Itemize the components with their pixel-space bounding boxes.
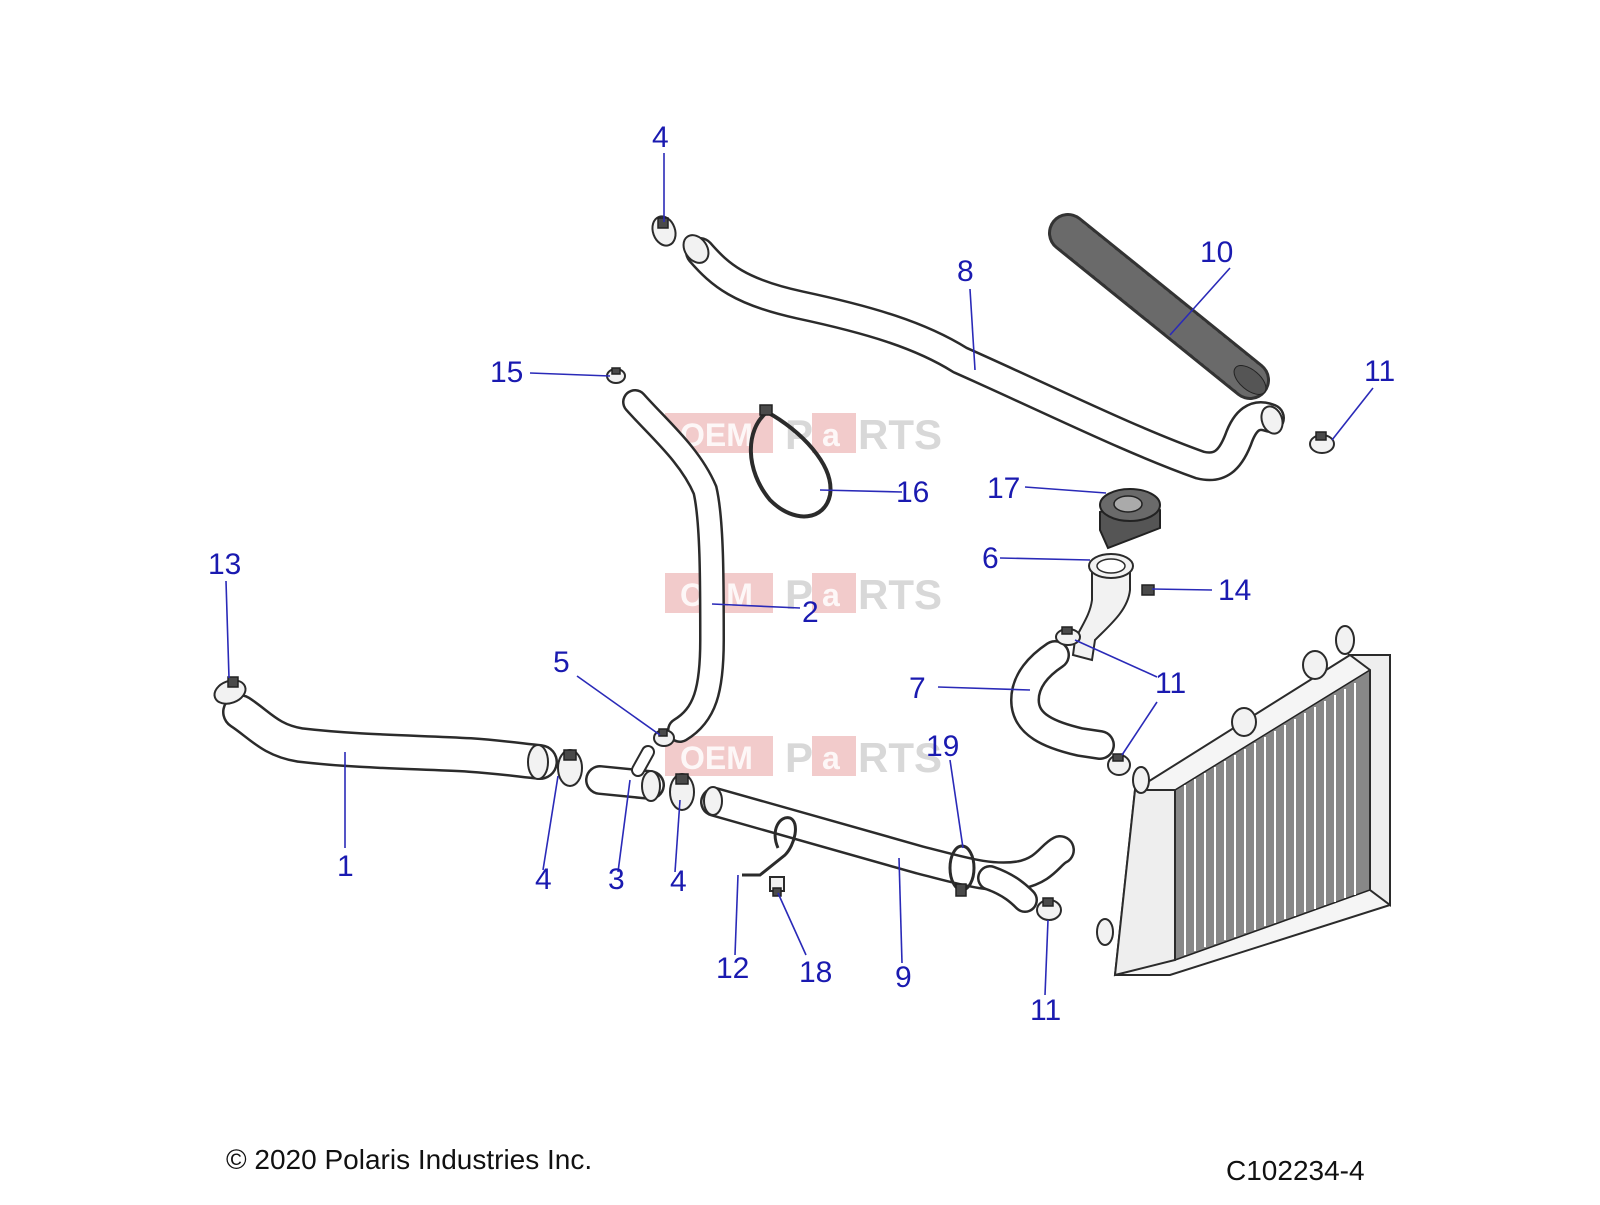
callout-18: 18 [799, 956, 832, 989]
callout-17: 17 [987, 472, 1020, 505]
callout-1: 1 [337, 850, 354, 883]
radiator [1096, 625, 1391, 977]
watermark-3: OEM P a RTS [665, 734, 942, 781]
callouts: 4 8 10 11 15 16 17 6 14 13 2 5 11 7 19 1… [208, 121, 1395, 1027]
clamp-4-top [651, 215, 677, 247]
callout-3: 3 [608, 863, 625, 896]
callout-13: 13 [208, 548, 241, 581]
callout-4-right: 4 [670, 865, 687, 898]
callout-6: 6 [982, 542, 999, 575]
copyright-text: © 2020 Polaris Industries Inc. [226, 1144, 593, 1175]
part-6-filler-neck [1071, 553, 1134, 662]
clamp-11-bottom [1036, 897, 1062, 921]
part-18-bolt [769, 876, 785, 897]
part-1-hose [222, 694, 558, 780]
callout-11-bottom: 11 [1030, 994, 1061, 1027]
svg-text:OEM: OEM [680, 740, 753, 776]
callout-8: 8 [957, 255, 974, 288]
callout-14: 14 [1218, 574, 1251, 607]
radiator-fins [1184, 683, 1356, 955]
callout-16: 16 [896, 476, 929, 509]
callout-9: 9 [895, 961, 912, 994]
part-13-clamp [213, 676, 247, 705]
svg-text:a: a [822, 417, 840, 453]
callout-11-top: 11 [1364, 355, 1395, 388]
part-17-cap [1099, 488, 1161, 550]
callout-11-mid: 11 [1155, 667, 1186, 700]
part-9-pipe [700, 786, 1075, 913]
drawing-number: C102234-4 [1226, 1155, 1365, 1186]
callout-2: 2 [802, 596, 819, 629]
part-15-clamp [606, 367, 626, 384]
clamp-11-low [1107, 753, 1131, 776]
callout-15: 15 [490, 356, 523, 389]
callout-4-top: 4 [652, 121, 669, 154]
svg-text:RTS: RTS [858, 571, 942, 618]
part-16-strap [748, 404, 833, 519]
callout-19: 19 [926, 730, 959, 763]
watermark-1: OEM P a RTS [665, 411, 942, 458]
part-5-clamp [653, 728, 675, 747]
svg-text:P: P [785, 571, 813, 618]
svg-text:a: a [822, 740, 840, 776]
part-8-hose [682, 234, 1285, 482]
part-2-hose [622, 389, 726, 743]
callout-7: 7 [909, 672, 926, 705]
svg-text:RTS: RTS [858, 734, 942, 781]
clamp-11-top [1309, 431, 1335, 454]
callout-12: 12 [716, 952, 749, 985]
svg-text:RTS: RTS [858, 411, 942, 458]
clamp-4-left [557, 749, 583, 787]
part-3-tee [585, 745, 665, 802]
clamp-4-right [669, 773, 695, 811]
clamp-11-mid [1055, 626, 1081, 646]
svg-text:P: P [785, 734, 813, 781]
leader-lines [225, 153, 1374, 996]
part-12-bracket [742, 816, 797, 877]
part-7-hose [1009, 640, 1115, 760]
callout-10: 10 [1200, 236, 1233, 269]
callout-5: 5 [553, 646, 570, 679]
callout-4-left: 4 [535, 863, 552, 896]
part-14-screw [1141, 584, 1155, 596]
part-10-sleeve [1048, 213, 1270, 400]
svg-text:a: a [822, 577, 840, 613]
